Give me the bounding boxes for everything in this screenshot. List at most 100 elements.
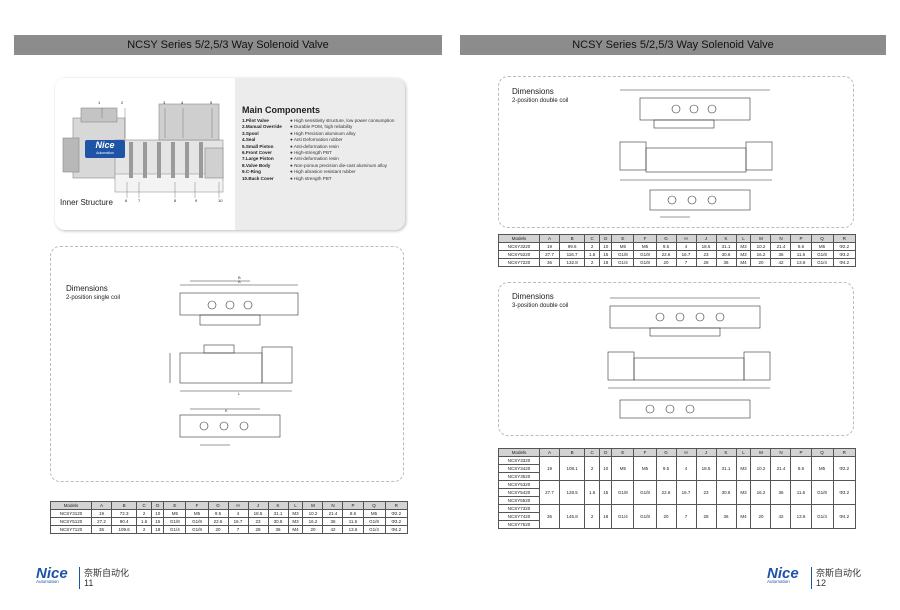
table-cell: M4 — [735, 504, 752, 529]
table-cell: G1/4 — [362, 525, 386, 534]
table-row: NCSY5320 27.7 128.5 1.6 15 G1/8 G1/8 22.… — [498, 480, 857, 505]
table-cell: 30.6 — [715, 480, 737, 505]
table-header: N — [770, 234, 792, 243]
right-page-header: NCSY Series 5/2,5/3 Way Solenoid Valve — [460, 35, 886, 55]
component-name: 2.Manual Override — [242, 124, 282, 130]
table-cell: 13.6 — [790, 258, 812, 267]
table-cell: 9.5 — [655, 456, 677, 481]
inner-structure-label: Inner Structure — [60, 198, 113, 207]
table-header: E — [163, 501, 187, 510]
table-cell: Φ4.2 — [832, 504, 857, 529]
table-cell: 30.6 — [715, 250, 737, 259]
table-cell: Φ2.2 — [384, 509, 409, 518]
table-cell: 18 — [151, 525, 165, 534]
table-header: Models — [498, 448, 540, 457]
table-header: Models — [498, 234, 540, 243]
table-cell: G1/8 — [633, 504, 657, 529]
table-cell: G1/8 — [362, 517, 386, 526]
table-cell: 36 — [770, 250, 792, 259]
table-cell: 20 — [655, 504, 677, 529]
table-cell: 23 — [695, 480, 717, 505]
component-desc: ● Anti Deformation rubber — [290, 137, 343, 143]
table-cell: 28 — [695, 504, 717, 529]
component-name: 5.Small Piston — [242, 143, 274, 149]
table-header: A — [538, 448, 561, 457]
table-cell: 1.6 — [584, 480, 601, 505]
table-cell: Φ2.2 — [832, 456, 857, 481]
table-cell: M3 — [735, 250, 752, 259]
table-header: Models — [50, 501, 92, 510]
table-cell: 116.7 — [559, 250, 586, 259]
component-desc: ● Durable POM, high reliability — [290, 124, 353, 130]
table-cell: 72.3 — [111, 509, 138, 518]
table-header: L — [287, 501, 304, 510]
table-cell: 30.8 — [267, 517, 289, 526]
table-cell: 36 — [770, 480, 792, 505]
table-cell-model: NCSY5320 — [498, 480, 540, 489]
table-cell: 18.5 — [247, 509, 269, 518]
callout-1: 1 — [98, 100, 101, 105]
table-cell: 2 — [584, 456, 601, 481]
footer-logo: Nice Automation — [767, 565, 799, 584]
dimensions-subtitle: 2-position double coil — [512, 98, 569, 104]
table-header: G — [655, 448, 677, 457]
table-cell: 22.6 — [655, 250, 677, 259]
table-header: D — [599, 448, 613, 457]
table-row: NCSY3320 19 108.1 2 10 M5 M5 9.5 4 18.5 … — [498, 456, 857, 481]
table-cell: M3 — [287, 509, 304, 518]
single-coil-drawings: A B L K — [169, 275, 299, 446]
table-cell: 90.4 — [111, 517, 138, 526]
table-cell: 10 — [599, 242, 613, 251]
table-cell: 1.6 — [136, 517, 153, 526]
table-row: NCSY7320 36 145.8 2 18 G1/4 G1/8 20 7 28… — [498, 504, 857, 529]
table-cell: 4 — [675, 242, 697, 251]
table-cell: M4 — [735, 258, 752, 267]
component-name: 10.Back Cover — [242, 175, 274, 181]
table-cell: 42 — [770, 258, 792, 267]
table-cell: G1/8 — [163, 517, 187, 526]
table-cell-model: NCSY7420 — [498, 512, 540, 521]
table-cell: M5 — [810, 242, 834, 251]
table-cell: 9.5 — [207, 509, 229, 518]
component-desc: ● High sensitivity structure, low power … — [290, 118, 395, 123]
component-row: 5.Small Piston● Anti-deformation resin — [242, 144, 394, 150]
table-cell: G1/4 — [810, 258, 834, 267]
table-cell: M3 — [735, 456, 752, 481]
table-cell: 132.8 — [559, 258, 586, 267]
table-cell: G1/4 — [163, 525, 187, 534]
table-cell: 2 — [136, 525, 153, 534]
component-name: 6.Front Cover — [242, 150, 272, 156]
footer-divider — [79, 567, 80, 589]
table-cell: 4 — [227, 509, 249, 518]
component-name: 4.Seal — [242, 137, 256, 143]
main-components-list: 1.Pilot Valve● High sensitivity structur… — [242, 118, 394, 182]
table-cell: NCSY3120 — [50, 509, 92, 518]
table-cell: 27.2 — [90, 517, 113, 526]
dimensions-title: Dimensions — [512, 292, 554, 301]
table-header: H — [227, 501, 249, 510]
table-cell: 20 — [750, 504, 772, 529]
table-cell: Φ3.2 — [384, 517, 409, 526]
table-cell: 27.7 — [538, 480, 561, 505]
table-cell: M3 — [735, 242, 752, 251]
component-name: 8.Valve Body — [242, 162, 271, 168]
table-header-row: Models A B C D E F G H J K L M N P Q R — [498, 448, 857, 457]
footer-brand-sub: Automation — [36, 579, 59, 584]
table-cell: 28 — [695, 258, 717, 267]
callout-2: 2 — [121, 100, 124, 105]
component-row: 1.Pilot Valve● High sensitivity structur… — [242, 118, 394, 124]
table-cell: 16.7 — [675, 250, 697, 259]
table-cell: 2 — [584, 258, 601, 267]
callout-6: 6 — [125, 198, 128, 203]
dim-label-a: A — [238, 279, 241, 284]
table-cell: NCSY3220 — [498, 242, 540, 251]
valve-cutaway-illustration — [62, 103, 224, 198]
table-header: R — [832, 234, 857, 243]
table-cell: 27.7 — [538, 250, 561, 259]
table-cell: 16.7 — [227, 517, 249, 526]
table-cell: NCSY5220 — [498, 250, 540, 259]
table-cell: 36 — [267, 525, 289, 534]
table-cell: Φ4.2 — [832, 258, 857, 267]
table-header: J — [247, 501, 269, 510]
table-cell: 11.6 — [790, 480, 812, 505]
